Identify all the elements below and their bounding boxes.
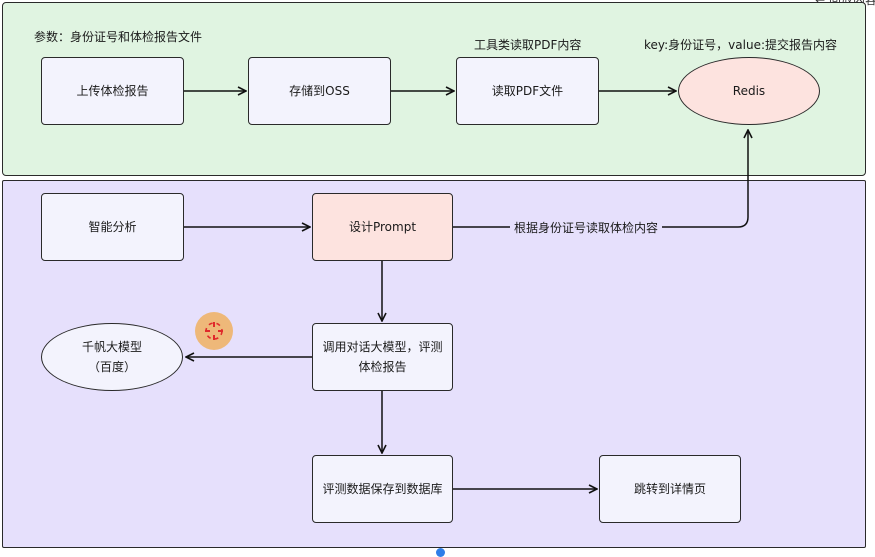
qianfan-model-node[interactable]: 千帆大模型 （百度）: [41, 323, 183, 391]
params-label: 参数：身份证号和体检报告文件: [34, 30, 203, 44]
upload-report-node[interactable]: 上传体检报告: [41, 57, 184, 125]
call-llm-node[interactable]: 调用对话大模型，评测体检报告: [312, 323, 453, 391]
qianfan-model-vendor: （百度）: [87, 360, 136, 374]
save-db-node[interactable]: 评测数据保存到数据库: [312, 455, 453, 523]
read-pdf-node[interactable]: 读取PDF文件: [456, 57, 599, 125]
design-prompt-node[interactable]: 设计Prompt: [312, 193, 453, 261]
detail-page-node[interactable]: 跳转到详情页: [599, 455, 741, 523]
qianfan-model-name: 千帆大模型: [81, 340, 142, 354]
redis-kv-label: key:身份证号，value:提交报告内容: [644, 38, 837, 52]
smart-analysis-node[interactable]: 智能分析: [41, 193, 184, 261]
redis-node[interactable]: Redis: [678, 57, 820, 125]
cursor-crosshair-icon: [195, 312, 233, 350]
store-oss-node[interactable]: 存储到OSS: [248, 57, 391, 125]
blue-dot-marker: [436, 548, 445, 557]
pdf-tool-label: 工具类读取PDF内容: [474, 38, 582, 52]
read-by-id-edge-label: 根据身份证号读取体检内容: [510, 219, 663, 236]
